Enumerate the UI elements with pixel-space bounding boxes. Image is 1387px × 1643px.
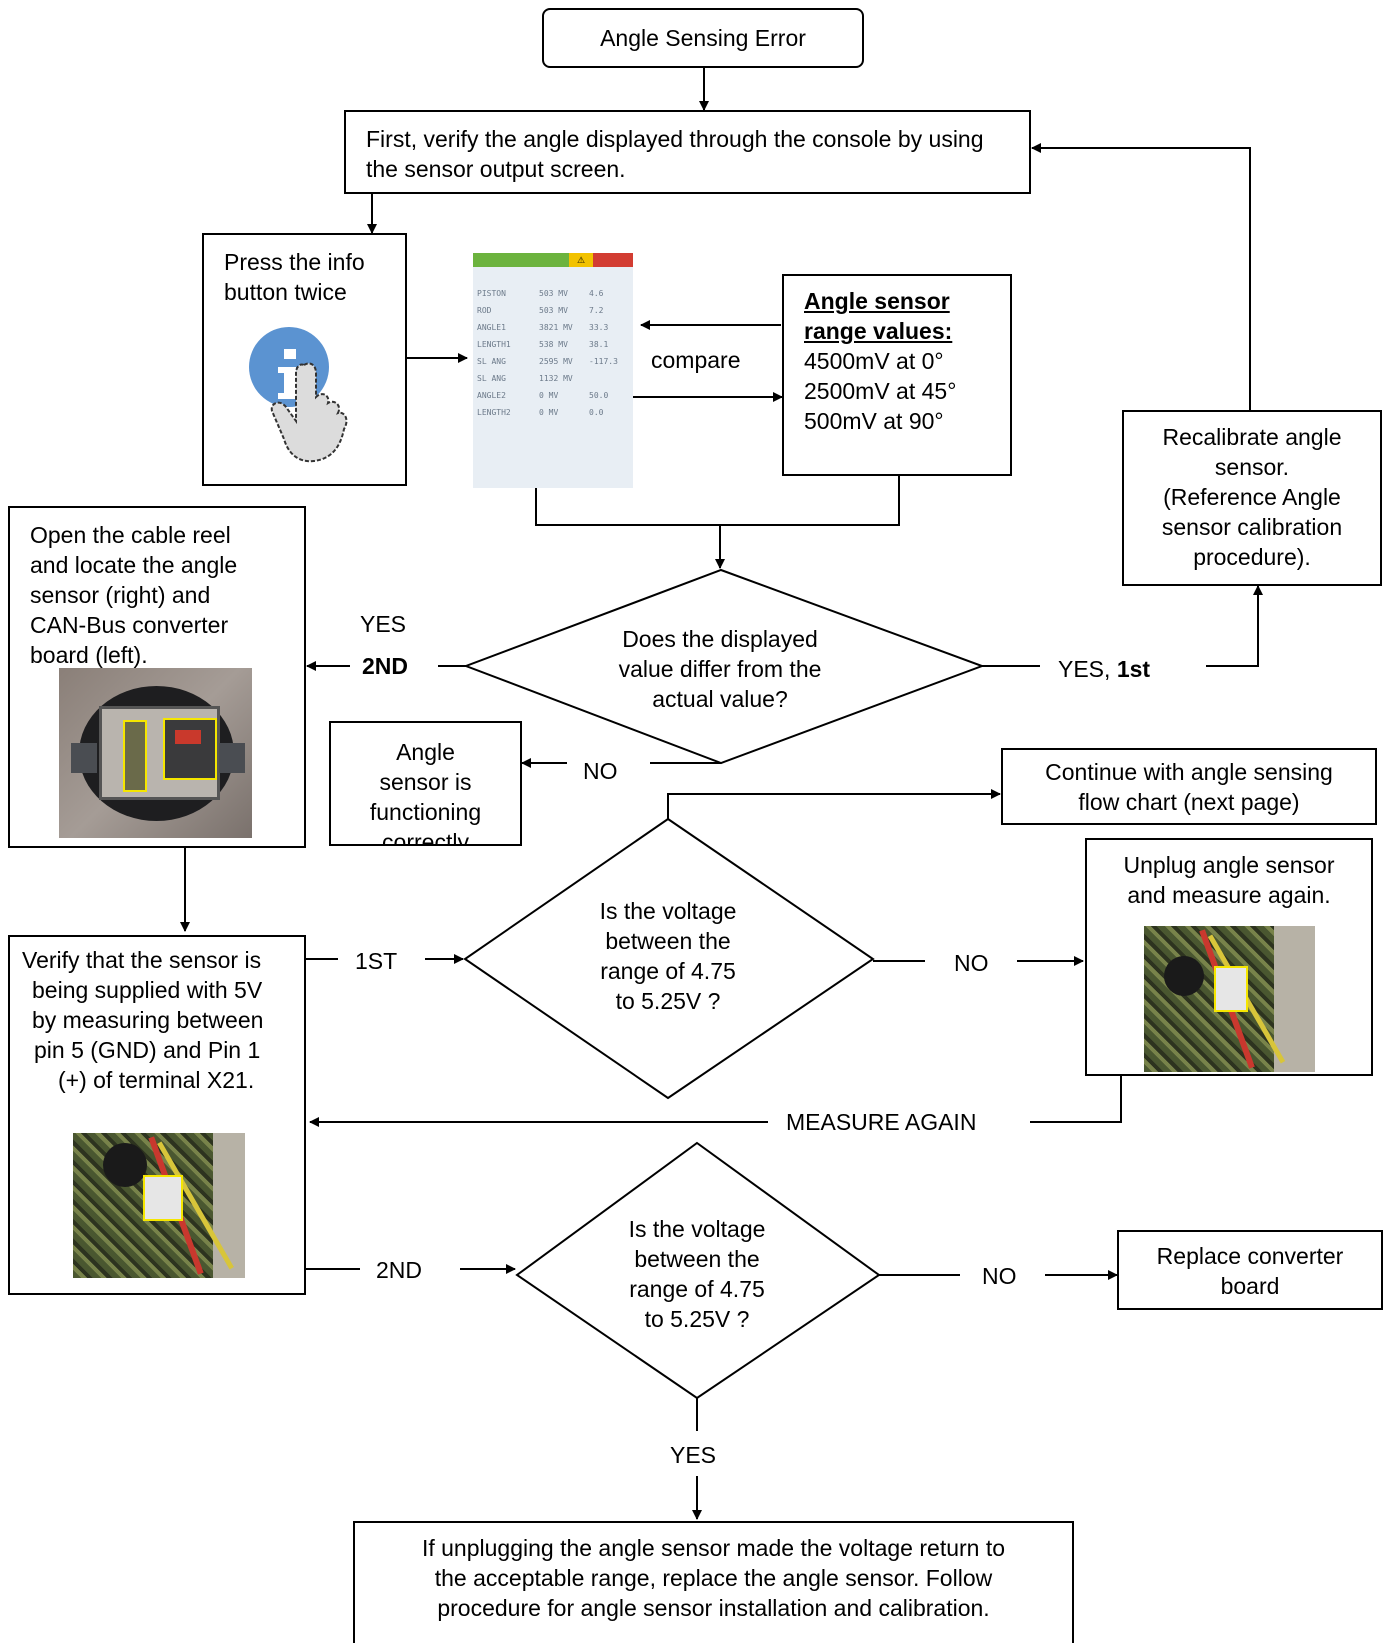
functioning-line: sensor is <box>379 769 472 795</box>
decision2-line: between the <box>605 928 731 954</box>
final-line: the acceptable range, replace the angle … <box>434 1565 993 1591</box>
terminal-photo-left <box>73 1133 245 1278</box>
verify-supply-line: being supplied with 5V <box>32 977 263 1003</box>
info-step-box: Press the info button twice <box>202 233 407 486</box>
info-step-line2: button twice <box>224 279 347 305</box>
unplug-line: Unplug angle sensor <box>1123 852 1335 878</box>
recalibrate-line: sensor calibration <box>1161 514 1343 540</box>
functioning-line: correctly <box>382 829 469 846</box>
terminal-photo-right <box>1144 926 1315 1072</box>
continue-box: Continue with angle sensing flow chart (… <box>1001 748 1377 825</box>
range-value: 4500mV at 0° <box>804 348 944 374</box>
info-button-icon <box>249 327 348 463</box>
decision2-line: range of 4.75 <box>600 958 736 984</box>
decision2-line: to 5.25V ? <box>615 988 721 1014</box>
decision2-line: Is the voltage <box>599 898 737 924</box>
decision3-line: to 5.25V ? <box>644 1306 750 1332</box>
functioning-box: Angle sensor is functioning correctly <box>329 721 522 846</box>
stop-icon <box>593 253 633 267</box>
decision1-line: value differ from the <box>618 656 822 682</box>
recalibrate-line: sensor. <box>1214 454 1290 480</box>
converter-board-highlight <box>123 720 147 792</box>
measure-again-label: MEASURE AGAIN <box>786 1108 977 1136</box>
terminal-highlight-left <box>143 1175 183 1221</box>
cable-reel-line: and locate the angle <box>30 552 238 578</box>
decision3-text: Is the voltage between the range of 4.75… <box>577 1214 817 1334</box>
yes-label-bottom: YES <box>670 1441 717 1469</box>
no-label-decision2: NO <box>954 949 989 977</box>
yes-label-left: YES <box>360 610 407 638</box>
verify-console-box: First, verify the angle displayed throug… <box>344 110 1031 194</box>
range-title-line1: Angle sensor <box>804 288 950 314</box>
functioning-line: functioning <box>369 799 482 825</box>
range-value: 500mV at 90° <box>804 408 944 434</box>
verify-supply-line: by measuring between <box>32 1007 264 1033</box>
verify-supply-box: Verify that the sensor is being supplied… <box>8 935 306 1295</box>
continue-line: Continue with angle sensing <box>1045 759 1333 785</box>
decision1-text: Does the displayed value differ from the… <box>560 624 880 714</box>
replace-board-box: Replace converter board <box>1117 1230 1383 1310</box>
compare-label: compare <box>651 347 741 373</box>
decision2-text: Is the voltage between the range of 4.75… <box>548 896 788 1016</box>
range-value: 2500mV at 45° <box>804 378 957 404</box>
verify-supply-line: Verify that the sensor is <box>22 947 262 973</box>
continue-line: flow chart (next page) <box>1078 789 1300 815</box>
verify-supply-line: (+) of terminal X21. <box>58 1067 255 1093</box>
recalibrate-line: (Reference Angle <box>1163 484 1341 510</box>
cable-reel-line: sensor (right) and <box>30 582 211 608</box>
recalibrate-line: procedure). <box>1193 544 1311 570</box>
angle-sensor-highlight <box>163 718 217 780</box>
range-values-box: Angle sensor range values: 4500mV at 0° … <box>782 274 1012 476</box>
second-label-left: 2ND <box>362 652 409 680</box>
first-label: 1ST <box>355 947 398 975</box>
decision1-line: actual value? <box>652 686 788 712</box>
cable-reel-line: CAN-Bus converter <box>30 612 229 638</box>
info-step-line1: Press the info <box>224 249 365 275</box>
final-line: If unplugging the angle sensor made the … <box>421 1535 1006 1561</box>
second-label: 2ND <box>376 1256 423 1284</box>
final-line: procedure for angle sensor installation … <box>437 1595 990 1621</box>
decision1-line: Does the displayed <box>622 626 818 652</box>
unplug-line: and measure again. <box>1127 882 1331 908</box>
final-box: If unplugging the angle sensor made the … <box>353 1521 1074 1643</box>
cable-reel-photo <box>59 668 252 838</box>
verify-console-text: First, verify the angle displayed throug… <box>366 126 984 182</box>
range-title-line2: range values: <box>804 318 953 344</box>
replace-board-line: Replace converter <box>1156 1243 1344 1269</box>
warning-icon: ⚠ <box>569 253 593 267</box>
verify-supply-line: pin 5 (GND) and Pin 1 <box>34 1037 261 1063</box>
terminal-highlight-right <box>1214 966 1248 1012</box>
functioning-line: Angle <box>396 739 455 765</box>
yes-first-label: YES, 1st <box>1058 655 1151 681</box>
replace-board-line: board <box>1220 1273 1280 1299</box>
cable-reel-line: Open the cable reel <box>30 522 231 548</box>
no-label-decision1: NO <box>583 757 618 785</box>
start-box: Angle Sensing Error <box>542 8 864 68</box>
decision3-line: between the <box>634 1246 760 1272</box>
decision3-line: range of 4.75 <box>629 1276 765 1302</box>
cable-reel-line: board (left). <box>30 642 148 668</box>
yes-first-plain: YES, <box>1058 656 1117 681</box>
recalibrate-box: Recalibrate angle sensor. (Reference Ang… <box>1122 410 1382 586</box>
recalibrate-line: Recalibrate angle <box>1162 424 1342 450</box>
screen-status-bar: ⚠ <box>473 253 633 267</box>
no-label-decision3: NO <box>982 1262 1017 1290</box>
yes-first-bold: 1st <box>1116 656 1151 681</box>
decision3-line: Is the voltage <box>628 1216 766 1242</box>
start-label: Angle Sensing Error <box>600 25 806 51</box>
